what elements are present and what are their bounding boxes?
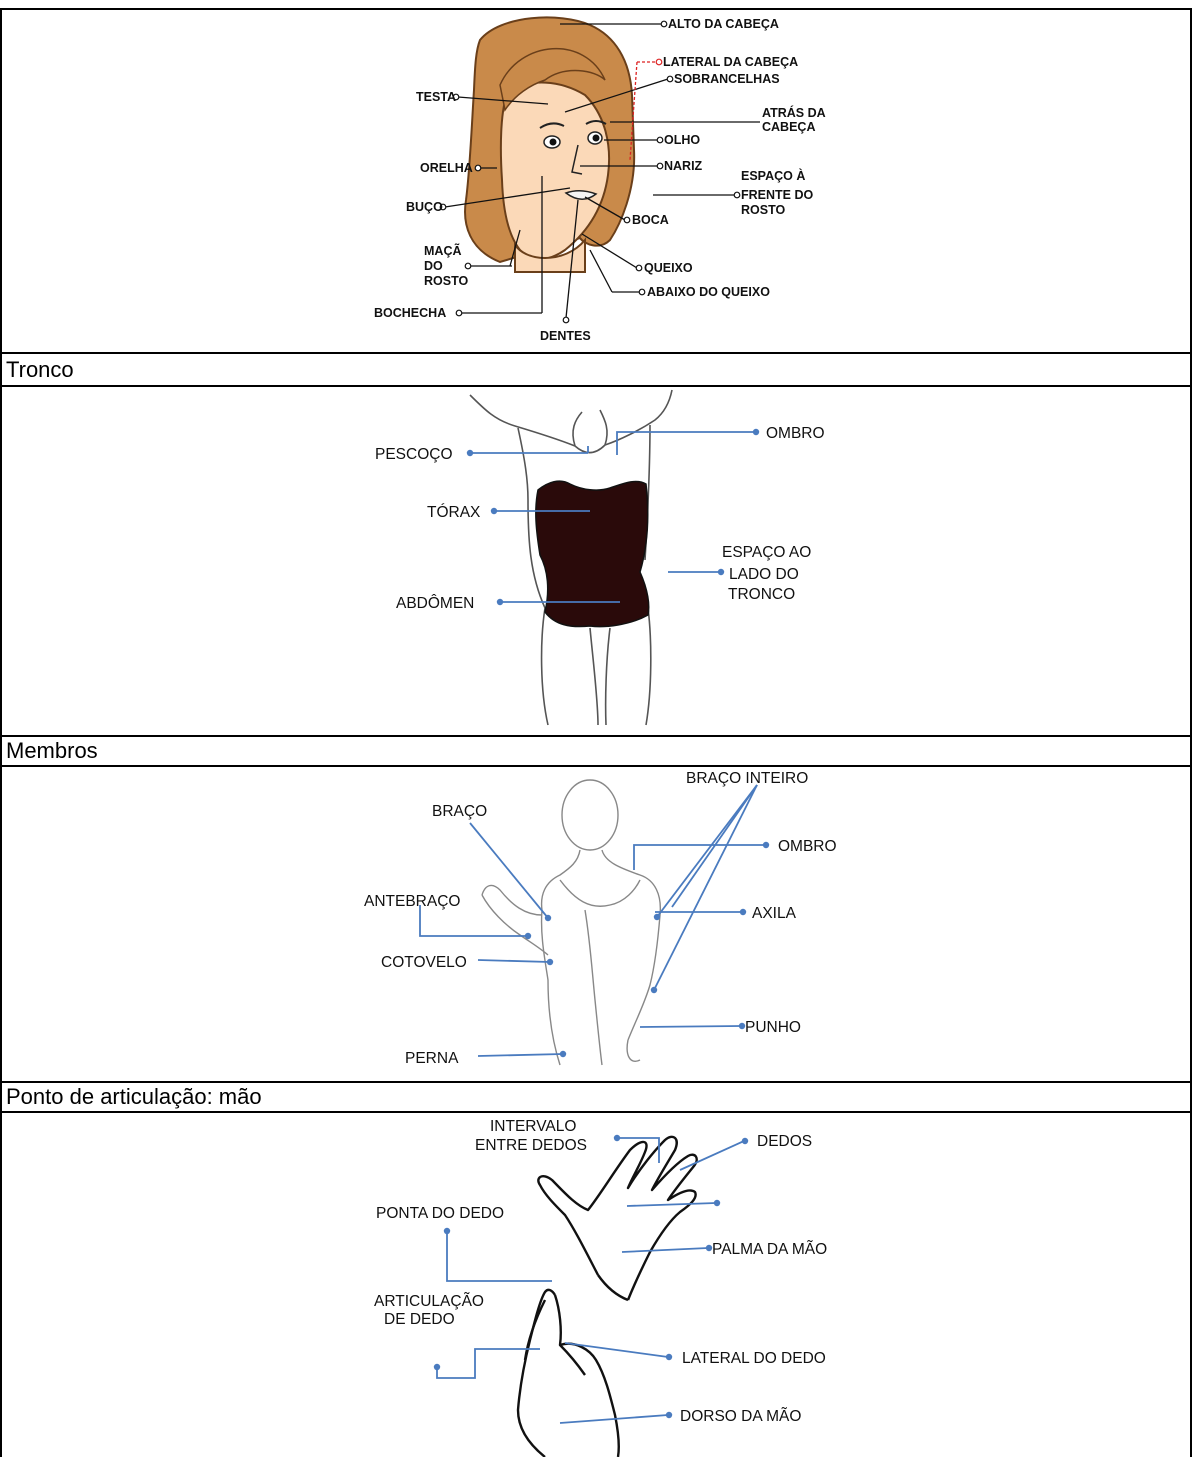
label-shoulder-limbs: OMBRO (778, 838, 837, 855)
label-upper-lip: BUÇO (406, 200, 443, 214)
label-forearm: ANTEBRAÇO (364, 893, 460, 910)
label-gap-1: INTERVALO (490, 1118, 576, 1135)
label-side-head: LATERAL DA CABEÇA (663, 55, 798, 69)
label-side-3: TRONCO (728, 586, 795, 603)
label-armpit: AXILA (752, 905, 797, 922)
label-under-chin: ABAIXO DO QUEIXO (647, 285, 770, 299)
row-divider (0, 352, 1192, 354)
section-header-hand: Ponto de articulação: mão (6, 1084, 262, 1110)
label-leg: PERNA (405, 1050, 459, 1067)
label-eyebrows: SOBRANCELHAS (674, 72, 780, 86)
label-forehead: TESTA (416, 90, 456, 104)
label-front-face-3: ROSTO (741, 203, 785, 217)
label-side-1: ESPAÇO AO (722, 544, 811, 561)
label-cheekbone-3: ROSTO (424, 274, 468, 288)
label-finger-side: LATERAL DO DEDO (682, 1350, 826, 1367)
label-fingers: DEDOS (757, 1133, 812, 1150)
label-top-head: ALTO DA CABEÇA (668, 17, 779, 31)
face-diagram: ALTO DA CABEÇA LATERAL DA CABEÇA SOBRANC… (0, 10, 1192, 352)
label-joint-2: DE DEDO (384, 1311, 455, 1328)
label-nose: NARIZ (664, 159, 703, 173)
label-eye: OLHO (664, 133, 700, 147)
torso-diagram: PESCOÇO OMBRO TÓRAX ESPAÇO AO LADO DO TR… (0, 387, 1192, 735)
label-wrist: PUNHO (745, 1019, 801, 1036)
label-shoulder-torso: OMBRO (766, 425, 825, 442)
limbs-diagram: BRAÇO INTEIRO BRAÇO OMBRO ANTEBRAÇO AXIL… (0, 767, 1192, 1081)
label-behind-head-1: ATRÁS DA (762, 105, 826, 120)
label-fingertip: PONTA DO DEDO (376, 1205, 504, 1222)
section-header-torso: Tronco (6, 357, 74, 383)
label-teeth: DENTES (540, 329, 591, 343)
hand-diagram: INTERVALO ENTRE DEDOS DEDOS PONTA DO DED… (0, 1113, 1192, 1457)
label-cheek: BOCHECHA (374, 306, 446, 320)
torso-garment (536, 481, 649, 626)
label-joint-1: ARTICULAÇÃO (374, 1293, 484, 1310)
row-divider (0, 735, 1192, 737)
label-elbow: COTOVELO (381, 954, 467, 971)
label-arm: BRAÇO (432, 803, 487, 820)
label-mouth: BOCA (632, 213, 669, 227)
label-palm: PALMA DA MÃO (712, 1241, 827, 1258)
label-cheekbone-1: MAÇÃ (424, 243, 462, 258)
section-header-limbs: Membros (6, 738, 98, 764)
label-back-hand: DORSO DA MÃO (680, 1408, 801, 1425)
label-abdomen: ABDÔMEN (396, 595, 474, 612)
label-cheekbone-2: DO (424, 259, 443, 273)
row-divider (0, 1081, 1192, 1083)
label-chin: QUEIXO (644, 261, 693, 275)
label-behind-head-2: CABEÇA (762, 120, 815, 134)
label-side-2: LADO DO (729, 566, 799, 583)
label-front-face-1: ESPAÇO À (741, 168, 805, 183)
label-whole-arm: BRAÇO INTEIRO (686, 770, 808, 787)
label-neck: PESCOÇO (375, 446, 453, 463)
label-chest: TÓRAX (427, 504, 481, 521)
label-ear: ORELHA (420, 161, 473, 175)
label-gap-2: ENTRE DEDOS (475, 1137, 587, 1154)
label-front-face-2: FRENTE DO (741, 188, 814, 202)
